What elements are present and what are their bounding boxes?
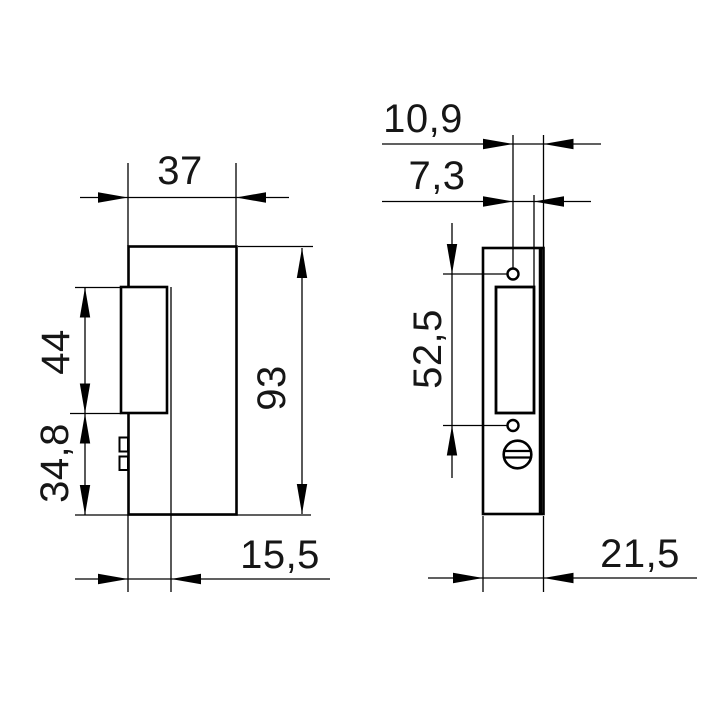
arrow-left-icon — [543, 572, 574, 584]
arrow-up-icon — [446, 425, 458, 456]
faceplate-outline — [481, 246, 545, 516]
arrow-up-icon — [296, 248, 308, 278]
arrow-right-icon — [98, 573, 128, 585]
dim-label-latch-height: 44 — [34, 329, 78, 375]
terminal-top — [118, 436, 129, 453]
dim-label-body-width: 37 — [157, 149, 203, 193]
adjustment-screw-icon — [502, 439, 533, 470]
mounting-hole-bottom — [506, 418, 520, 433]
mounting-hole-top — [506, 267, 520, 281]
dim-label-latch-depth: 15,5 — [240, 533, 320, 577]
dim-label-depth-inner: 7,3 — [408, 154, 466, 198]
arrow-left-icon — [543, 138, 574, 150]
dim-label-faceplate-width: 21,5 — [600, 532, 680, 576]
arrow-down-icon — [79, 485, 91, 515]
latch-opening — [494, 285, 536, 415]
arrow-down-icon — [446, 244, 458, 274]
arrow-right-icon — [483, 138, 513, 150]
dim-label-depth-total: 10,9 — [383, 97, 463, 141]
dim-label-body-height: 93 — [250, 365, 294, 411]
arrow-right-icon — [483, 196, 513, 207]
dimension-arrows — [79, 138, 574, 585]
arrow-down-icon — [296, 484, 308, 514]
arrow-left-icon — [534, 196, 564, 207]
arrow-down-icon — [79, 383, 91, 414]
arrow-up-icon — [79, 413, 91, 444]
arrow-left-icon — [236, 192, 266, 203]
dim-label-hole-spacing: 52,5 — [406, 309, 450, 389]
arrow-right-icon — [453, 572, 483, 584]
front-view — [481, 246, 545, 516]
arrow-left-icon — [171, 573, 201, 585]
side-view — [118, 245, 238, 516]
terminal-bottom — [118, 455, 129, 471]
arrow-up-icon — [79, 287, 91, 318]
arrow-right-icon — [98, 192, 128, 203]
dim-label-lower-section: 34,8 — [33, 423, 77, 503]
latch-keeper — [119, 285, 169, 415]
